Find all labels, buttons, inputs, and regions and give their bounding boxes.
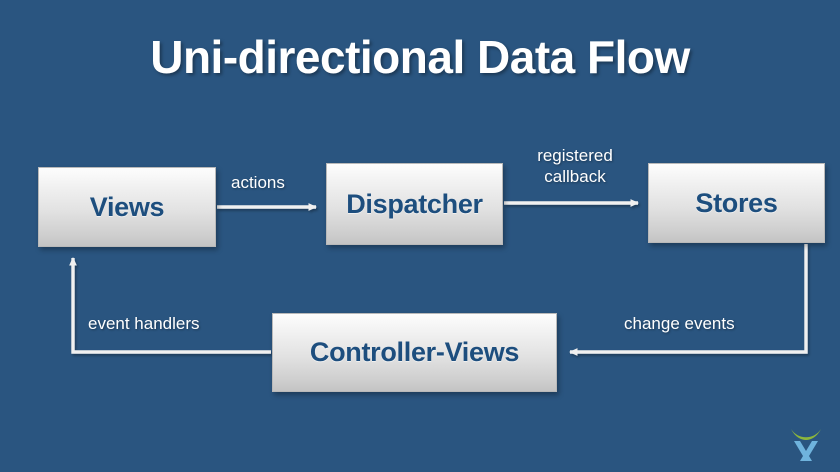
arrow-stores-to-controller	[568, 244, 808, 356]
x-mark-logo	[791, 429, 821, 461]
node-stores[interactable]: Stores	[648, 163, 825, 243]
node-dispatcher[interactable]: Dispatcher	[326, 163, 503, 245]
page-title: Uni-directional Data Flow	[150, 31, 690, 83]
logo-arc-icon	[791, 429, 821, 440]
edge-label-event-handlers: event handlers	[88, 314, 200, 333]
logo-x-icon	[794, 441, 818, 461]
arrow-controller-to-views	[69, 256, 271, 354]
node-views[interactable]: Views	[38, 167, 216, 247]
edge-label-actions: actions	[231, 173, 285, 192]
edge-label-change-events: change events	[624, 314, 735, 333]
node-controller-views[interactable]: Controller-Views	[272, 313, 557, 392]
edge-label-registered-callback: registered callback	[537, 146, 613, 186]
